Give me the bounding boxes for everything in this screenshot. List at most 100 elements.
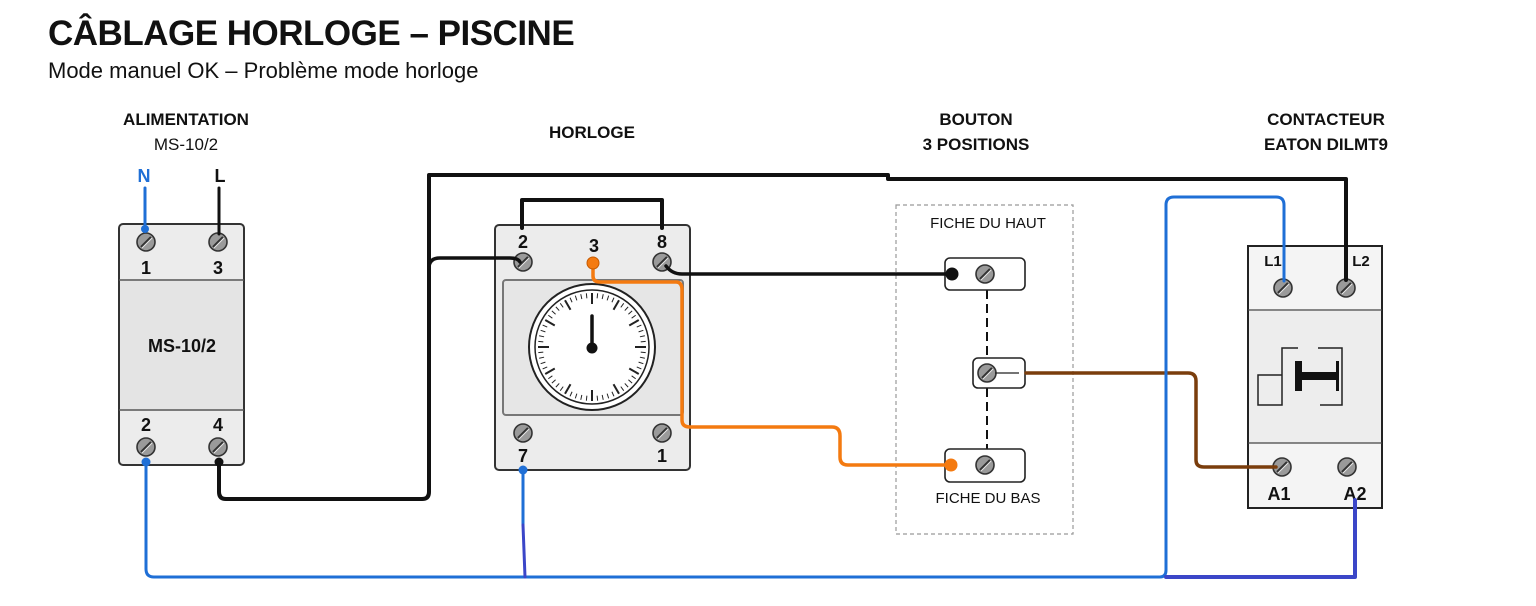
clock-tick bbox=[612, 383, 620, 395]
horloge-module: 2 3 8 7 1 bbox=[494, 224, 691, 471]
wire-node bbox=[214, 457, 224, 467]
neutral-label: N bbox=[138, 166, 151, 186]
contacteur-heading-line2: EATON DILMT9 bbox=[1264, 135, 1388, 154]
clock-tick bbox=[628, 319, 640, 327]
terminal-label-3: 3 bbox=[213, 258, 223, 278]
wire-horloge8-fiche-haut bbox=[664, 264, 954, 276]
horloge-terminal-label-2: 2 bbox=[518, 232, 528, 252]
clock-tick bbox=[636, 366, 642, 370]
screw-icon bbox=[207, 436, 229, 458]
wire-phase-ms4-bus bbox=[217, 173, 1348, 501]
clock-tick bbox=[639, 356, 645, 359]
wire-a2-return bbox=[1164, 498, 1357, 579]
clock-tick bbox=[539, 356, 545, 359]
clock-tick bbox=[540, 361, 546, 365]
diagram-subtitle: Mode manuel OK – Problème mode horloge bbox=[48, 58, 479, 83]
clock-tick bbox=[631, 314, 636, 319]
bouton-heading-line1: BOUTON bbox=[939, 110, 1012, 129]
clock-tick bbox=[606, 393, 610, 399]
clock-tick bbox=[544, 367, 556, 375]
clock-tick bbox=[601, 394, 604, 400]
clock-tick bbox=[611, 391, 615, 397]
clock-tick bbox=[611, 297, 615, 303]
clock-tick bbox=[559, 303, 564, 308]
wire-node bbox=[518, 465, 528, 475]
alimentation-model: MS-10/2 bbox=[154, 135, 218, 154]
clock-tick bbox=[559, 386, 564, 391]
clock-tick bbox=[628, 367, 640, 375]
contact-symbol-icon bbox=[1257, 347, 1343, 406]
clock-tick bbox=[548, 314, 553, 319]
contacteur-terminal-label-l1: L1 bbox=[1264, 253, 1282, 270]
clock-tick bbox=[640, 351, 646, 354]
terminal-label-2: 2 bbox=[141, 415, 151, 435]
wire-node bbox=[944, 458, 958, 472]
screw-icon bbox=[512, 422, 534, 444]
wire-phase-to-horloge-2 bbox=[427, 256, 522, 270]
clock-tick bbox=[601, 294, 604, 300]
clock-tick bbox=[538, 351, 544, 354]
clock-tick bbox=[564, 383, 572, 395]
clock-tick bbox=[638, 329, 644, 333]
clock-tick bbox=[580, 394, 583, 400]
wire-node bbox=[586, 256, 600, 270]
terminal-label-1: 1 bbox=[141, 258, 151, 278]
horloge-terminal-label-7: 7 bbox=[518, 446, 528, 466]
contacteur-terminal-label-a1: A1 bbox=[1267, 484, 1290, 504]
wire-node bbox=[141, 225, 149, 233]
clock-tick bbox=[569, 391, 573, 397]
clock-tick bbox=[564, 299, 572, 311]
clock-tick bbox=[542, 324, 548, 328]
clock-tick bbox=[580, 294, 583, 300]
diagram-title: CÂBLAGE HORLOGE – PISCINE bbox=[48, 14, 575, 53]
bouton-enclosure bbox=[895, 204, 1074, 535]
clock-tick bbox=[612, 299, 620, 311]
clock-tick bbox=[538, 340, 544, 343]
line-label: L bbox=[215, 166, 226, 186]
wire-node bbox=[945, 267, 959, 281]
wire-node bbox=[141, 457, 151, 467]
contacteur-terminal-label-a2: A2 bbox=[1343, 484, 1366, 504]
clock-tick bbox=[640, 340, 646, 343]
wire-horloge7-neutral-drop bbox=[521, 523, 527, 579]
clock-tick bbox=[555, 306, 560, 311]
fiche-bas-label: FICHE DU BAS bbox=[935, 490, 1040, 507]
screw-icon bbox=[974, 263, 996, 285]
wire-commun-a1 bbox=[1024, 371, 1278, 469]
screw-icon bbox=[974, 454, 996, 476]
clock-tick bbox=[624, 306, 629, 311]
contacteur-module: L1 L2 A1 A2 bbox=[1247, 245, 1383, 509]
screw-icon bbox=[651, 422, 673, 444]
clock-tick bbox=[542, 366, 548, 370]
screw-icon bbox=[135, 231, 157, 253]
clock-tick bbox=[596, 395, 599, 401]
clock-tick bbox=[631, 375, 636, 380]
alimentation-heading: ALIMENTATION bbox=[123, 110, 249, 129]
screw-icon bbox=[512, 251, 534, 273]
clock-tick bbox=[585, 293, 588, 299]
screw-icon bbox=[1336, 456, 1358, 478]
horloge-terminal-label-3: 3 bbox=[589, 236, 599, 256]
clock-tick bbox=[639, 335, 645, 338]
contacteur-heading-line1: CONTACTEUR bbox=[1267, 110, 1385, 129]
clock-tick bbox=[569, 297, 573, 303]
clock-dial-icon bbox=[528, 283, 656, 411]
clock-tick bbox=[544, 319, 556, 327]
horloge-terminal-label-8: 8 bbox=[657, 232, 667, 252]
contacteur-terminal-label-l2: L2 bbox=[1352, 253, 1370, 270]
screw-icon bbox=[207, 231, 229, 253]
clock-tick bbox=[620, 386, 625, 391]
alimentation-module: MS-10/2 1 3 2 4 bbox=[118, 223, 245, 466]
screw-icon bbox=[976, 362, 998, 384]
horloge-heading: HORLOGE bbox=[549, 123, 635, 142]
clock-tick bbox=[620, 303, 625, 308]
clock-tick bbox=[596, 293, 599, 299]
clock-tick bbox=[636, 324, 642, 328]
clock-tick bbox=[574, 295, 578, 301]
clock-tick bbox=[551, 379, 556, 384]
clock-tick bbox=[638, 361, 644, 365]
clock-tick bbox=[551, 310, 556, 315]
alimentation-body-label: MS-10/2 bbox=[148, 336, 216, 356]
wire-horloge3-fiche-bas bbox=[591, 261, 952, 467]
